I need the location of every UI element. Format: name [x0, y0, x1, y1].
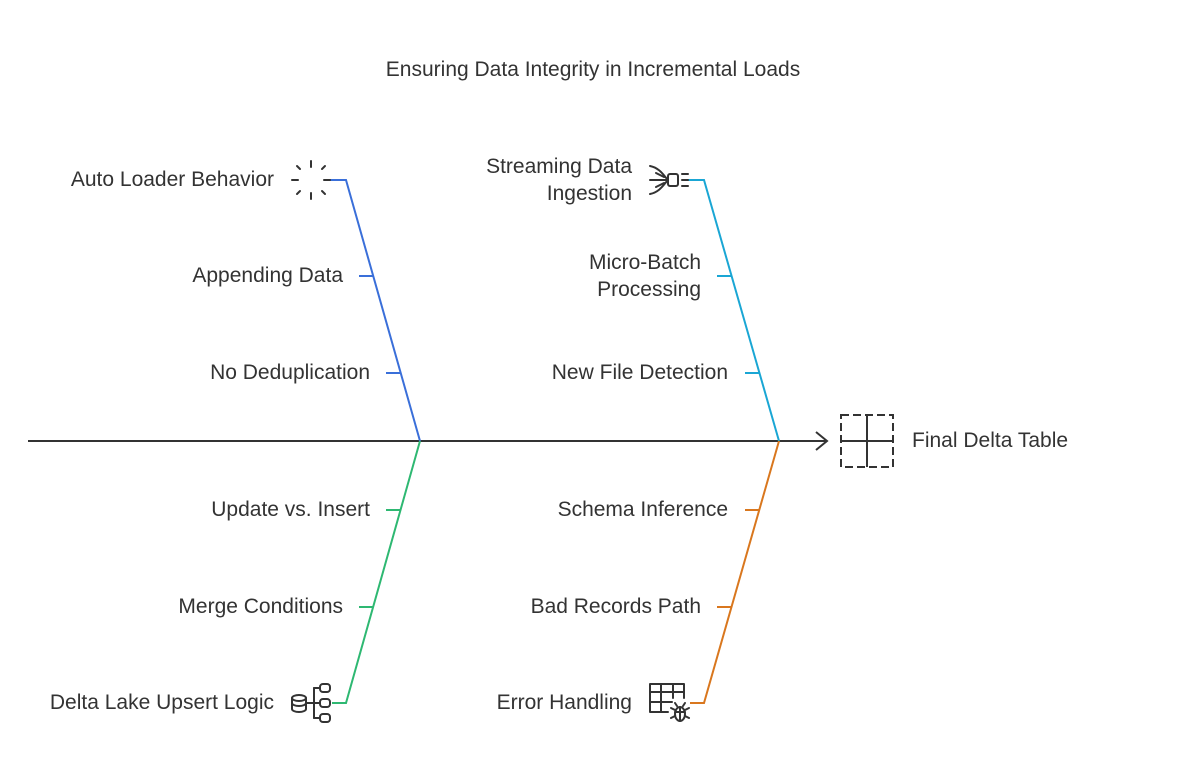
- bone-streaming: [688, 179, 780, 442]
- category-error: Error Handling: [496, 691, 632, 714]
- cause-new-file-detection: New File Detection: [551, 361, 728, 384]
- cause-schema-inference: Schema Inference: [557, 498, 728, 521]
- data-stream-icon: [649, 165, 689, 195]
- head-label: Final Delta Table: [912, 429, 1069, 452]
- bone-error: [690, 440, 780, 704]
- bone-error-line: [690, 440, 780, 704]
- bone-auto-loader: [327, 179, 421, 442]
- sparkle-icon: [291, 160, 331, 200]
- spine-arrowhead: [815, 431, 829, 451]
- cause-no-deduplication: No Deduplication: [210, 361, 370, 384]
- database-tree-icon: [291, 683, 331, 723]
- cause-micro-batch: Micro-Batch Processing: [588, 251, 701, 301]
- bone-upsert-line: [332, 440, 421, 704]
- diagram-title: Ensuring Data Integrity in Incremental L…: [385, 58, 801, 81]
- cause-appending-data: Appending Data: [192, 264, 343, 287]
- cause-update-vs-insert: Update vs. Insert: [211, 498, 370, 521]
- cause-bad-records-path: Bad Records Path: [530, 595, 701, 618]
- category-upsert: Delta Lake Upsert Logic: [49, 691, 274, 714]
- cause-merge-conditions: Merge Conditions: [178, 595, 343, 618]
- table-bug-icon: [649, 683, 690, 722]
- bone-auto-loader-line: [327, 179, 421, 442]
- bone-upsert: [332, 440, 421, 704]
- category-auto-loader: Auto Loader Behavior: [70, 168, 274, 191]
- bone-streaming-line: [688, 179, 780, 442]
- category-streaming: Streaming Data Ingestion: [486, 155, 632, 205]
- dashed-grid-table-icon: [840, 414, 894, 468]
